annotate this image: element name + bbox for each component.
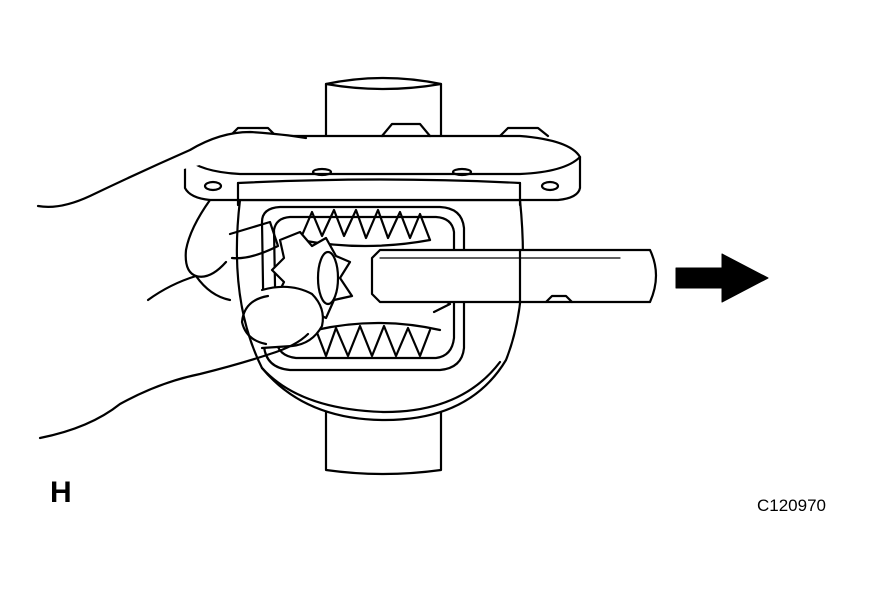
bolt-hole <box>451 167 473 177</box>
figure-code-label: C120970 <box>757 496 827 515</box>
side-gear-lower <box>314 321 442 358</box>
ring-gear-flange <box>183 122 582 207</box>
operator-hand <box>36 130 324 440</box>
pinion-shaft <box>370 248 658 304</box>
bolt-hole <box>311 167 333 177</box>
arrow-right-icon <box>675 253 769 303</box>
bolt-hole <box>540 180 560 192</box>
bolt-hole <box>203 180 223 192</box>
lower-bearing-shaft <box>324 403 443 476</box>
side-gear-upper <box>298 208 432 248</box>
step-letter-label: H <box>50 476 72 509</box>
